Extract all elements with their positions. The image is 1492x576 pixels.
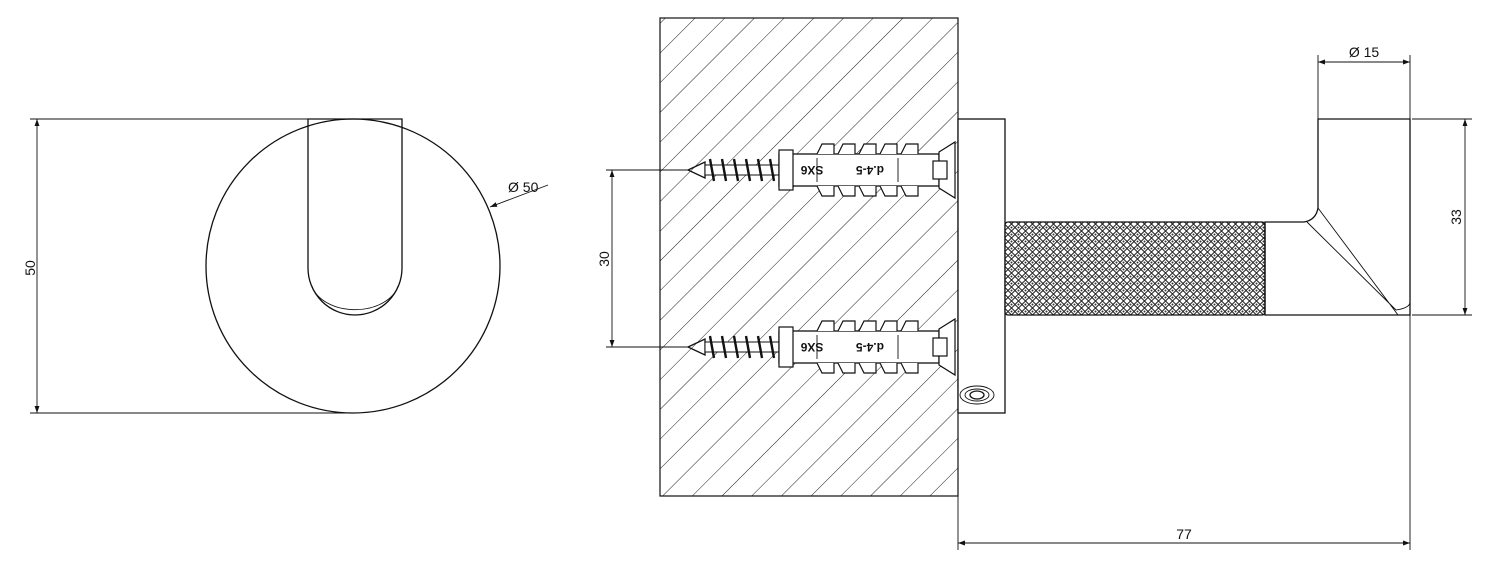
screw-spacing-label: 30 [596,251,612,267]
set-screw-icon [959,385,995,405]
hook-diameter-label: Ø 15 [1349,44,1380,60]
hook-side [1264,118,1411,316]
wall-section [659,17,959,497]
screw-label: d.4-5 [856,340,884,354]
plug-label: SX6 [800,340,823,354]
rosette-circle [205,118,501,414]
front-view: 50 Ø 50 [22,118,549,414]
diameter-dimension-label: Ø 50 [508,179,539,195]
screw-anchor-bottom: SX6 d.4-5 [686,317,957,377]
mounting-flange [957,118,1006,414]
projection-label: 77 [1176,526,1192,542]
hook-front [307,118,403,316]
screw-anchor-top: SX6 d.4-5 [686,140,957,200]
knurled-shaft [1004,221,1266,316]
hook-height-label: 33 [1448,209,1464,225]
screw-label: d.4-5 [856,163,884,177]
diameter-leader [489,184,549,208]
height-dimension-label: 50 [22,260,38,276]
side-view: SX6 d.4-5 SX6 d.4-5 30 77 [596,17,1472,550]
plug-label: SX6 [800,163,823,177]
